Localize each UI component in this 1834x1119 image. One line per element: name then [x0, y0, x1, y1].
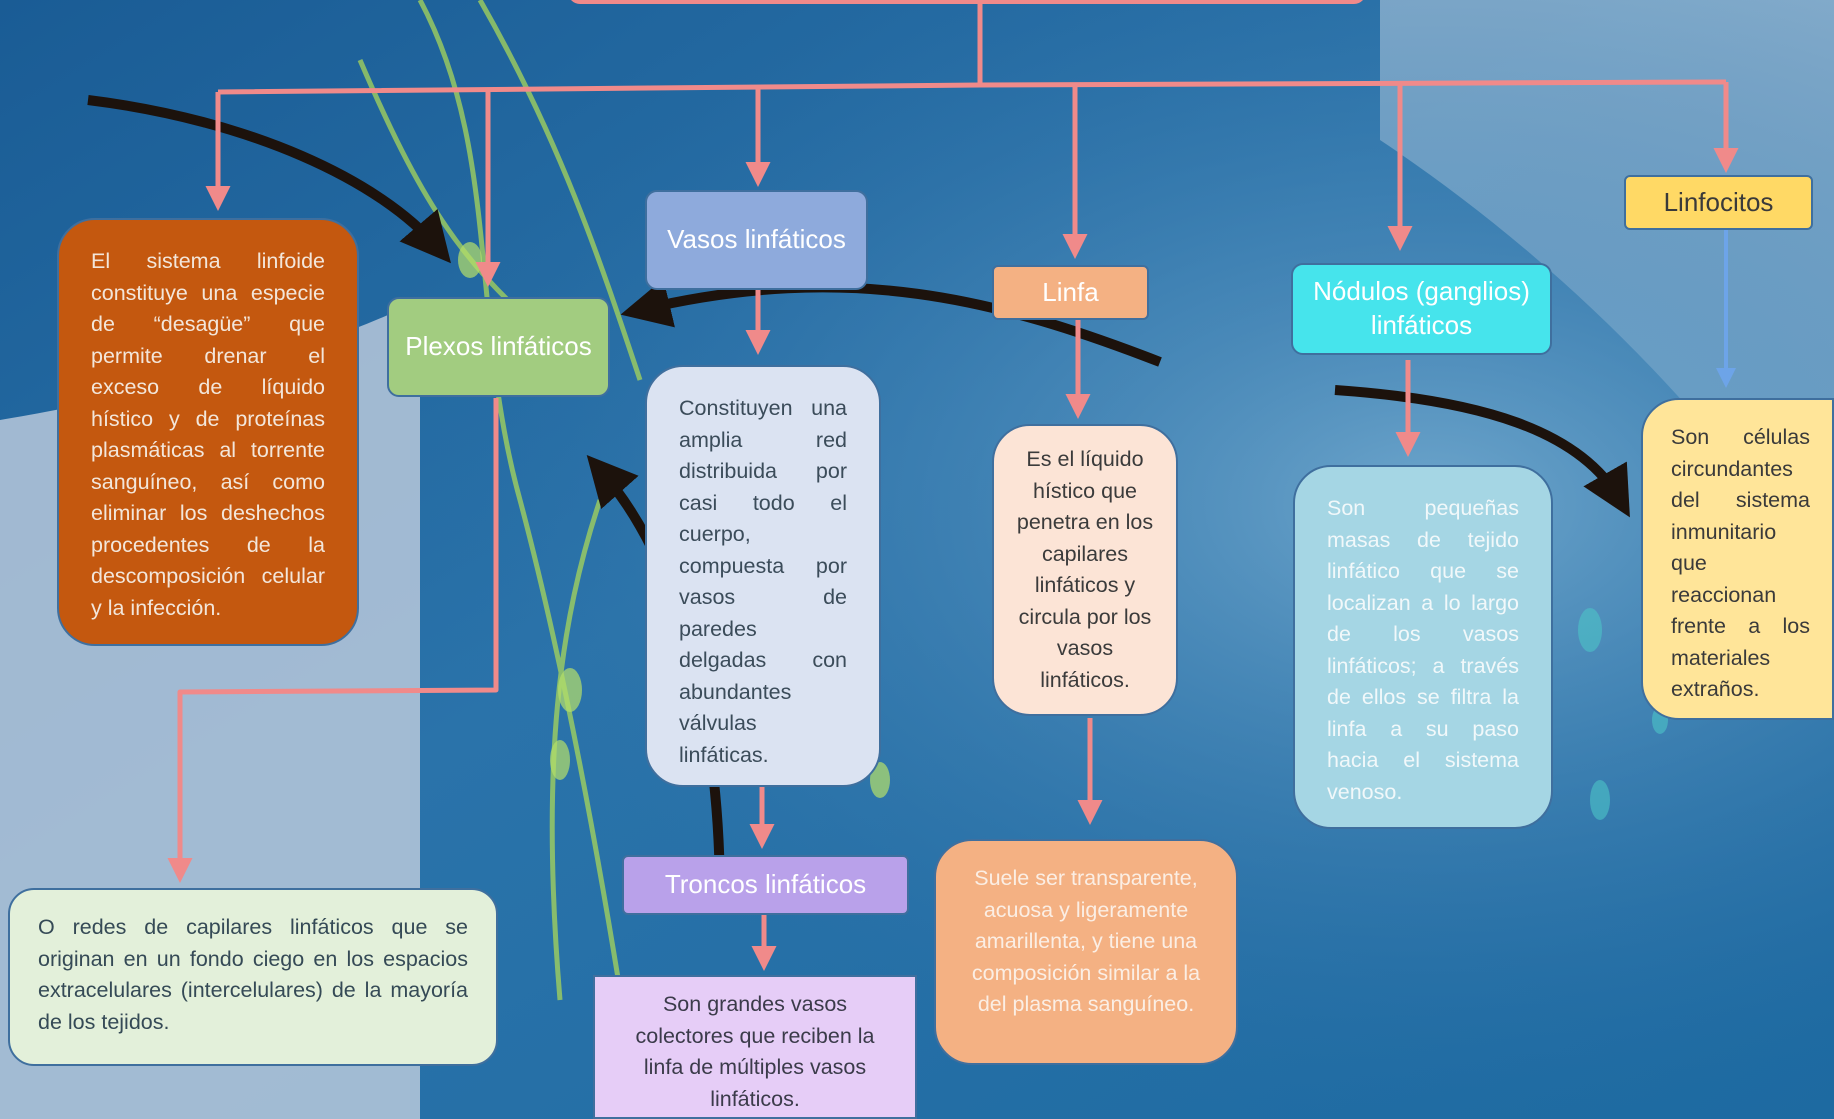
vasos-title: Vasos linfáticos: [667, 224, 846, 255]
sistema-linfoide-box: El sistema linfoide constituye una espec…: [57, 218, 359, 646]
nodulos-description-box: Son pequeñas masas de tejido linfático q…: [1293, 465, 1553, 829]
linfocitos-title-box: Linfocitos: [1624, 175, 1813, 230]
linfocitos-description: Son células circundantes del sistema inm…: [1671, 425, 1810, 701]
linfa-detail: Suele ser transparente, acuosa y ligeram…: [971, 866, 1201, 1016]
vasos-description-box: Constituyen una amplia red distribuida p…: [645, 365, 881, 787]
troncos-title-box: Troncos linfáticos: [622, 855, 909, 915]
linfa-title-box: Linfa: [992, 265, 1149, 320]
vasos-title-box: Vasos linfáticos: [645, 190, 868, 290]
plexos-description-box: O redes de capilares linfáticos que se o…: [8, 888, 498, 1066]
linfocitos-title: Linfocitos: [1663, 186, 1774, 217]
linfocitos-description-box: Son células circundantes del sistema inm…: [1641, 398, 1834, 720]
troncos-description-box: Son grandes vasos colectores que reciben…: [593, 975, 917, 1119]
troncos-title: Troncos linfáticos: [664, 869, 867, 900]
linfa-title: Linfa: [1042, 276, 1099, 307]
vasos-description: Constituyen una amplia red distribuida p…: [679, 396, 847, 767]
linfa-description: Es el líquido hístico que penetra en los…: [1016, 447, 1154, 692]
troncos-description: Son grandes vasos colectores que reciben…: [635, 992, 875, 1111]
linfa-description-box: Es el líquido hístico que penetra en los…: [992, 424, 1178, 716]
sistema-description: El sistema linfoide constituye una espec…: [91, 249, 325, 620]
nodulos-description: Son pequeñas masas de tejido linfático q…: [1327, 496, 1519, 804]
plexos-title-box: Plexos linfáticos: [387, 297, 610, 397]
plexos-title: Plexos linfáticos: [405, 331, 592, 362]
plexos-description: O redes de capilares linfáticos que se o…: [38, 915, 468, 1034]
linfa-detail-box: Suele ser transparente, acuosa y ligeram…: [934, 839, 1238, 1065]
nodulos-title-box: Nódulos (ganglios) linfáticos: [1291, 263, 1552, 355]
nodulos-title: Nódulos (ganglios) linfáticos: [1313, 276, 1530, 340]
